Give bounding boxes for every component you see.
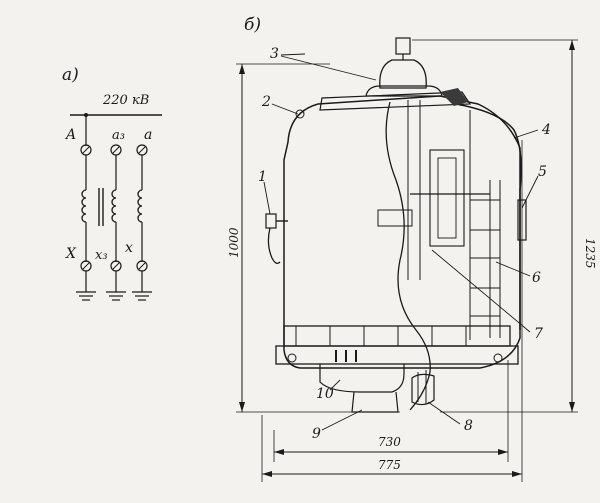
lid-flange	[440, 88, 468, 106]
top-lid	[319, 91, 472, 111]
internal-core	[377, 100, 501, 340]
callout-5: 5	[538, 164, 547, 180]
coil-icon	[81, 189, 87, 223]
leader-line-2	[271, 103, 299, 115]
leader-line-1	[263, 181, 271, 215]
bolt-icon	[287, 353, 297, 363]
base-frame	[275, 109, 519, 365]
leader-line-5	[521, 175, 539, 209]
drain-cup	[351, 391, 399, 413]
schematic-panel: а) 220 кВ A a₃ a	[62, 65, 162, 301]
cutaway-line	[385, 101, 431, 411]
oil-pocket	[319, 364, 405, 393]
callout-3: 3	[270, 46, 279, 62]
callout-9: 9	[312, 426, 321, 442]
winding-column-secondary	[132, 144, 152, 301]
terminal-label-x3: x₃	[95, 248, 108, 263]
panel-b-label: б)	[244, 15, 261, 35]
leader-line-10	[329, 379, 341, 391]
bolt-icon	[295, 109, 305, 119]
coil-icon	[111, 189, 117, 223]
terminal-label-x: x	[125, 240, 133, 256]
callout-4: 4	[541, 122, 551, 138]
arrow-icon	[569, 40, 575, 50]
dimension-label-775: 775	[378, 458, 401, 472]
arrow-icon	[239, 402, 245, 412]
dimension-label-1235: 1235	[583, 238, 597, 269]
arrow-icon	[239, 64, 245, 74]
left-tap-icon	[265, 213, 288, 264]
terminal-label-a: a	[144, 127, 152, 143]
callout-7: 7	[534, 326, 543, 342]
bushing-icon	[365, 37, 443, 97]
bottom-valve-icon	[411, 370, 435, 406]
leader-line-8	[427, 401, 461, 425]
winding-column-high-voltage	[76, 144, 96, 301]
leader-line-4	[513, 129, 539, 139]
bolt-icon	[493, 353, 503, 363]
arrow-icon	[498, 449, 508, 455]
callout-2: 2	[261, 94, 271, 110]
drawing-panel: б) 1000 1235 730 775	[227, 15, 597, 482]
winding-column-auxiliary	[106, 144, 126, 301]
terminal-box	[517, 199, 527, 241]
leader-line-7	[431, 249, 531, 333]
coil-icon	[137, 189, 143, 223]
callout-8: 8	[464, 418, 473, 434]
leader-line-6	[495, 261, 531, 277]
callout-6: 6	[532, 270, 541, 286]
arrow-icon	[569, 402, 575, 412]
callout-10: 10	[316, 386, 334, 402]
tank-body	[283, 95, 521, 369]
dimension-label-1000: 1000	[227, 227, 241, 258]
terminal-label-X: X	[65, 246, 77, 262]
arrow-icon	[262, 471, 272, 477]
arrow-icon	[512, 471, 522, 477]
terminal-label-A: A	[64, 127, 76, 143]
dimension-label-730: 730	[378, 435, 401, 449]
terminal-label-a3: a₃	[112, 128, 125, 143]
leader-line-3a	[280, 53, 306, 56]
arrow-icon	[274, 449, 284, 455]
leader-line-3b	[280, 55, 377, 81]
panel-a-label: а)	[62, 65, 79, 85]
voltage-label: 220 кВ	[102, 93, 149, 108]
callout-1: 1	[258, 169, 267, 185]
leader-line-9	[321, 409, 363, 431]
casing-outline	[455, 103, 522, 330]
